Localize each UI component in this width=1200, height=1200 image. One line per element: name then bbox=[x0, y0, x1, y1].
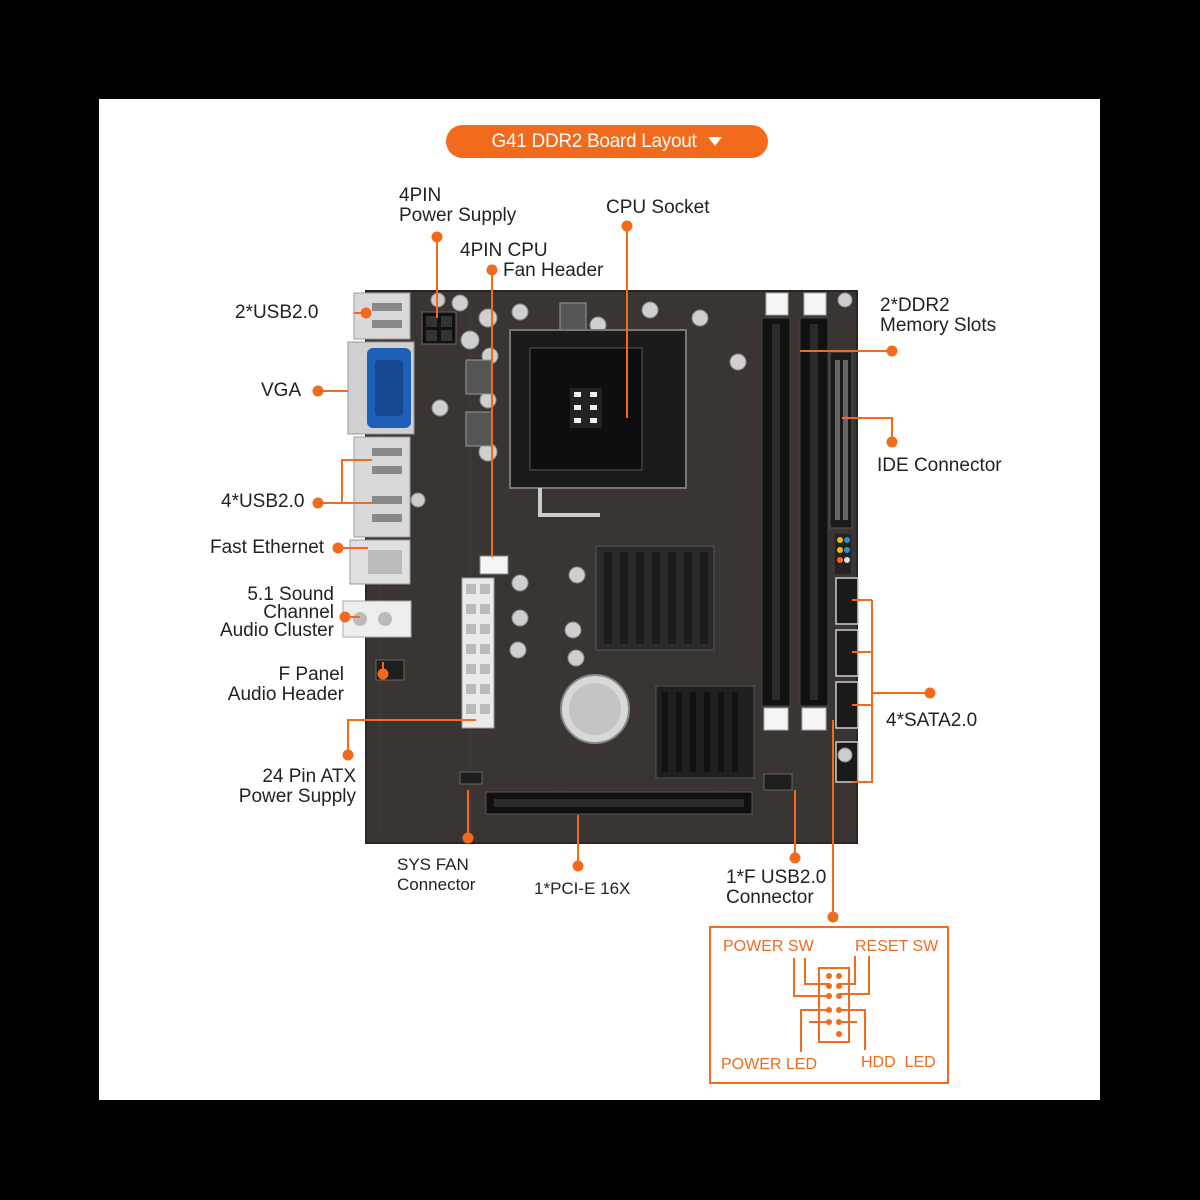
power-led-label: POWER LED bbox=[721, 1056, 818, 1073]
sata-port-1 bbox=[835, 577, 859, 625]
hdd-led-label: HDD LED bbox=[861, 1054, 936, 1071]
triangle-down-icon bbox=[708, 137, 723, 146]
cpu-fan-header bbox=[479, 555, 509, 575]
sata-port-3 bbox=[835, 681, 859, 729]
front-panel-header bbox=[835, 534, 851, 574]
fpanel-audio-header bbox=[375, 659, 405, 681]
front-usb-header bbox=[763, 773, 793, 791]
ide-connector bbox=[829, 351, 853, 529]
label-usb-quad: 4*USB2.0 bbox=[221, 491, 305, 512]
northbridge-heatsink bbox=[595, 545, 715, 651]
pin-diagram bbox=[793, 956, 870, 1052]
front-panel-detail: POWER SW RESET SW POWER LED HDD LED bbox=[709, 926, 949, 1084]
label-pcie: 1*PCI-E 16X bbox=[534, 879, 631, 898]
reset-sw-label: RESET SW bbox=[855, 938, 939, 955]
label-usb-top: 2*USB2.0 bbox=[235, 302, 319, 323]
power-sw-label: POWER SW bbox=[723, 938, 814, 955]
sata-port-2 bbox=[835, 629, 859, 677]
label-cpu-socket: CPU Socket bbox=[606, 197, 710, 218]
sys-fan-header bbox=[459, 771, 483, 785]
southbridge-heatsink bbox=[655, 685, 755, 779]
label-ide: IDE Connector bbox=[877, 455, 1002, 476]
label-sata: 4*SATA2.0 bbox=[886, 710, 978, 731]
label-vga: VGA bbox=[261, 380, 302, 401]
title-text: G41 DDR2 Board Layout bbox=[491, 130, 697, 152]
label-ethernet: Fast Ethernet bbox=[210, 537, 325, 558]
title-banner: G41 DDR2 Board Layout bbox=[446, 125, 768, 158]
usb-top-port bbox=[353, 292, 411, 340]
